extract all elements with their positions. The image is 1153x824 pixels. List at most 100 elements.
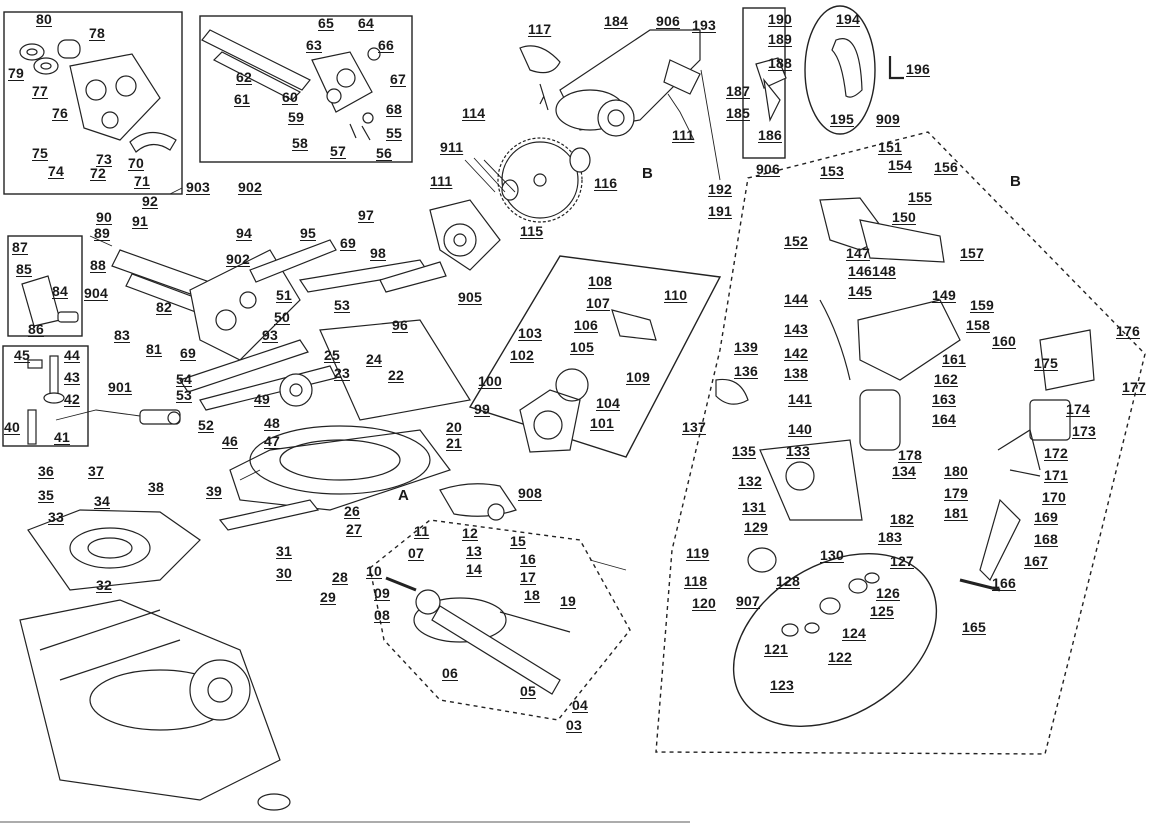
part-label: 39 [206, 483, 222, 499]
part-label: 119 [686, 545, 710, 561]
part-label: 23 [334, 365, 350, 381]
part-label: 902 [226, 251, 250, 267]
part-label: 43 [64, 369, 80, 385]
part-label: 70 [128, 155, 144, 171]
part-label: 59 [288, 109, 304, 125]
part-label: 12 [462, 525, 478, 541]
part-label: 157 [960, 245, 984, 261]
part-label: 30 [276, 565, 292, 581]
part-label: 182 [890, 511, 914, 527]
part-label: 78 [89, 25, 105, 41]
part-label: 184 [604, 13, 628, 29]
part-label: 196 [906, 61, 930, 77]
part-label: 44 [64, 347, 80, 363]
part-label: 15 [510, 533, 526, 549]
part-label: 45 [14, 347, 30, 363]
part-label: 147 [846, 245, 870, 261]
part-label: 42 [64, 391, 80, 407]
part-label: 21 [446, 435, 462, 451]
part-label: 83 [114, 327, 130, 343]
part-label: 69 [340, 235, 356, 251]
part-label: 145 [848, 283, 872, 299]
part-label: 69 [180, 345, 196, 361]
part-label: 179 [944, 485, 968, 501]
part-label: 17 [520, 569, 536, 585]
part-label: 22 [388, 367, 404, 383]
part-label: 81 [146, 341, 162, 357]
part-label: 13 [466, 543, 482, 559]
part-label: 908 [518, 485, 542, 501]
part-label: 75 [32, 145, 48, 161]
part-label: 77 [32, 83, 48, 99]
part-label: 35 [38, 487, 54, 503]
part-label: 169 [1034, 509, 1058, 525]
part-label: 194 [836, 11, 860, 27]
part-label: 73 [96, 151, 112, 167]
part-label: 122 [828, 649, 852, 665]
part-label: 144 [784, 291, 808, 307]
part-label: 158 [966, 317, 990, 333]
part-label: 151 [878, 139, 902, 155]
part-label: 141 [788, 391, 812, 407]
part-label: 104 [596, 395, 620, 411]
part-label: 137 [682, 419, 706, 435]
part-label: 57 [330, 143, 346, 159]
part-label: 177 [1122, 379, 1146, 395]
part-label: 60 [282, 89, 298, 105]
part-label: 109 [626, 369, 650, 385]
part-label: 05 [520, 683, 536, 699]
part-label: 61 [234, 91, 250, 107]
part-label: 08 [374, 607, 390, 623]
region-b-dashed [655, 131, 1146, 755]
part-label: 31 [276, 543, 292, 559]
part-label: 131 [742, 499, 766, 515]
part-label: 161 [942, 351, 966, 367]
part-label: 114 [462, 105, 486, 121]
part-label: 32 [96, 577, 112, 593]
part-label: 160 [992, 333, 1016, 349]
part-label: 175 [1034, 355, 1058, 371]
part-label: 72 [90, 165, 106, 181]
part-label: 187 [726, 83, 750, 99]
part-label: 138 [784, 365, 808, 381]
part-label: 63 [306, 37, 322, 53]
part-label: 94 [236, 225, 252, 241]
part-label: 129 [744, 519, 768, 535]
part-label: 86 [28, 321, 44, 337]
part-label: 127 [890, 553, 914, 569]
group-box-905 [468, 255, 722, 458]
part-label: 20 [446, 419, 462, 435]
part-label: 95 [300, 225, 316, 241]
part-label: 162 [934, 371, 958, 387]
part-label: 142 [784, 345, 808, 361]
part-label: 111 [430, 173, 453, 189]
part-label: 47 [264, 433, 280, 449]
part-label: 185 [726, 105, 750, 121]
part-label: 89 [94, 225, 110, 241]
part-label: 97 [358, 207, 374, 223]
part-label: 901 [108, 379, 132, 395]
part-label: 91 [132, 213, 148, 229]
part-label: 46 [222, 433, 238, 449]
part-label: B [642, 165, 653, 182]
part-label: 115 [520, 223, 544, 239]
part-label: 180 [944, 463, 968, 479]
part-label: 34 [94, 493, 110, 509]
part-label: 124 [842, 625, 866, 641]
group-ellipse-907 [732, 553, 938, 727]
part-label: 152 [784, 233, 808, 249]
part-label: 49 [254, 391, 270, 407]
part-label: 117 [528, 21, 552, 37]
part-label: 108 [588, 273, 612, 289]
part-label: 93 [262, 327, 278, 343]
part-label: 140 [788, 421, 812, 437]
part-label: 906 [756, 161, 780, 177]
part-label: 911 [440, 139, 464, 155]
part-label: 173 [1072, 423, 1096, 439]
part-label: 53 [334, 297, 350, 313]
part-label: 25 [324, 347, 340, 363]
part-label: 130 [820, 547, 844, 563]
part-label: 52 [198, 417, 214, 433]
group-box-904 [7, 235, 83, 337]
part-label: 26 [344, 503, 360, 519]
